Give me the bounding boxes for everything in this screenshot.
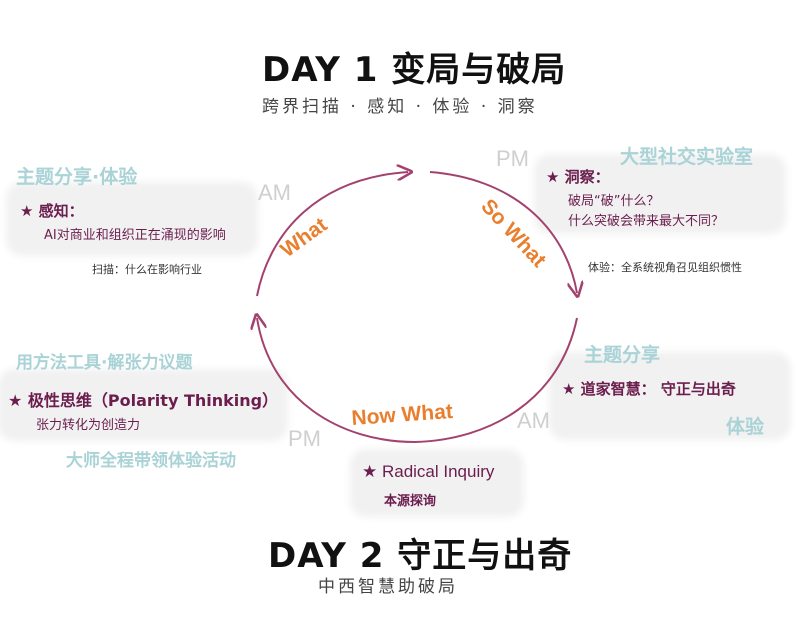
day1-am-item-text: AI对商业和组织正在涌现的影响 bbox=[44, 228, 226, 243]
day2-am-header: 主题分享 bbox=[584, 344, 661, 366]
label-now-what: Now What bbox=[351, 400, 454, 430]
day2-pm-item-text: 张力转化为创造力 bbox=[36, 418, 141, 433]
day1-subtitle: 跨界扫描 · 感知 · 体验 · 洞察 bbox=[262, 97, 538, 117]
radical-text: 本源探询 bbox=[384, 494, 437, 509]
day1-title: DAY 1 变局与破局 bbox=[262, 50, 567, 90]
day1-pm-time: PM bbox=[496, 146, 529, 171]
day1-am-time: AM bbox=[258, 180, 291, 205]
label-so-what: So What bbox=[476, 195, 550, 272]
panel-day2-pm bbox=[4, 375, 282, 435]
day2-am-time: AM bbox=[517, 408, 550, 433]
day1-am-item-title: ★ 感知： bbox=[20, 202, 84, 220]
day2-am-item: ★ 道家智慧： 守正与出奇 bbox=[562, 380, 736, 398]
panel-day1-am bbox=[12, 188, 252, 250]
day2-subtitle: 中西智慧助破局 bbox=[318, 577, 458, 597]
day1-pm-item-line2: 什么突破会带来最大不同？ bbox=[568, 214, 725, 229]
panel-day2-am bbox=[555, 358, 785, 434]
day1-pm-item-title: ★ 洞察： bbox=[546, 168, 610, 186]
arc-bottom bbox=[257, 318, 578, 444]
day1-pm-note: 体验：全系统视角召见组织惯性 bbox=[588, 261, 742, 274]
day2-pm-footer: 大师全程带领体验活动 bbox=[66, 451, 236, 471]
day1-am-header: 主题分享·体验 bbox=[16, 166, 138, 188]
day2-pm-time: PM bbox=[288, 426, 321, 451]
radical-title: ★ Radical Inquiry bbox=[362, 462, 495, 481]
day1-pm-header: 大型社交实验室 bbox=[620, 146, 754, 168]
arc-top-left bbox=[256, 172, 408, 297]
day2-am-footer: 体验 bbox=[726, 416, 765, 438]
day2-pm-item-title: ★ 极性思维（Polarity Thinking） bbox=[8, 391, 279, 410]
panel-day1-pm bbox=[540, 160, 780, 228]
label-what: What bbox=[276, 213, 331, 262]
day1-am-note: 扫描：什么在影响行业 bbox=[92, 263, 202, 276]
arc-top-right bbox=[429, 171, 577, 293]
panel-radical bbox=[356, 455, 518, 511]
day1-pm-item-line1: 破局“破”什么？ bbox=[568, 194, 660, 209]
day2-pm-header: 用方法工具·解张力议题 bbox=[16, 353, 193, 373]
day2-title: DAY 2 守正与出奇 bbox=[268, 536, 573, 576]
